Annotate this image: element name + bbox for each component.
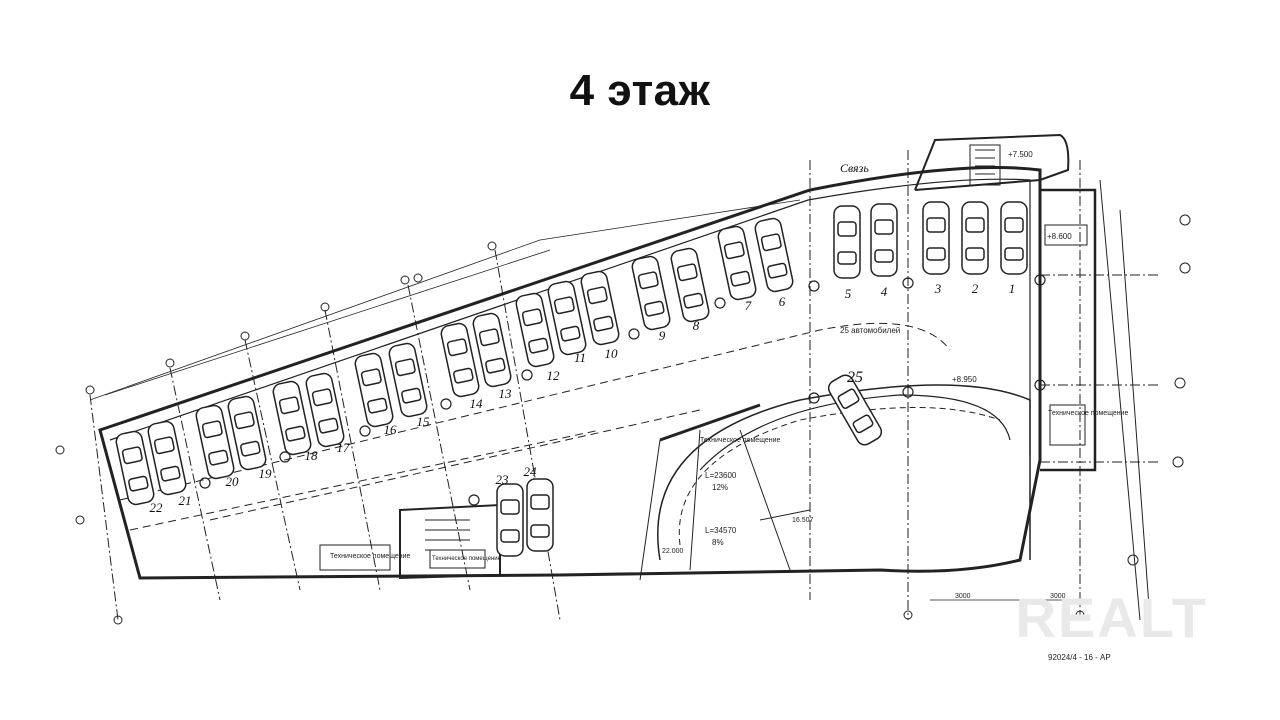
- parking-car-10: [580, 270, 620, 346]
- dim-1: 3000: [955, 593, 971, 600]
- ramp2-length: L=34570: [705, 526, 737, 535]
- space-number-14: 14: [470, 396, 484, 411]
- drawing-stamp: 92024/4 - 16 - АР: [1048, 653, 1111, 662]
- page-title: 4 этаж: [569, 66, 711, 115]
- parking-car-5: [833, 205, 861, 279]
- inner-wall: [109, 178, 1031, 455]
- tech-room-label-3: Техническое помещение: [330, 553, 411, 560]
- elev-1: 22.000: [662, 548, 684, 555]
- parking-car-23: [496, 483, 524, 557]
- parking-car-6: [754, 217, 794, 293]
- space-number-21: 21: [179, 493, 192, 508]
- parking-car-4: [870, 203, 898, 277]
- ramp-curve: [657, 384, 1031, 561]
- space-number-4: 4: [881, 284, 888, 299]
- parking-car-21: [147, 420, 187, 496]
- space-number-1: 1: [1009, 281, 1016, 296]
- parking-car-19: [227, 395, 267, 471]
- space-number-18: 18: [305, 448, 319, 463]
- parking-car-13: [472, 312, 512, 388]
- space-number-11: 11: [574, 350, 586, 365]
- space-number-7: 7: [745, 298, 752, 313]
- stair-block-top: [914, 133, 1070, 191]
- outer-wall: [98, 166, 1042, 580]
- elev-2: 16.507: [792, 517, 814, 524]
- ramp1-slope: 12%: [712, 483, 728, 492]
- capacity-label: 25 автомобилей: [840, 326, 900, 335]
- parking-car-3: [922, 201, 950, 275]
- space-number-22: 22: [150, 500, 164, 515]
- space-number-10: 10: [605, 346, 619, 361]
- space-number-3: 3: [934, 281, 942, 296]
- parking-car-1: [1000, 201, 1028, 275]
- realt-watermark: REALT: [1015, 586, 1208, 649]
- tech-room-label-2: Техническое помещение: [700, 437, 781, 444]
- parking-car-16: [354, 352, 394, 428]
- space-number-5: 5: [845, 286, 852, 301]
- parking-car-2: [961, 201, 989, 275]
- space-number-8: 8: [693, 318, 700, 333]
- dim-2: 3000: [1050, 593, 1066, 600]
- level-label-2: +8.600: [1047, 232, 1072, 241]
- tech-room-label-4: Техническое помещение: [432, 556, 502, 562]
- tech-room-label: Техническое помещение: [1048, 410, 1129, 417]
- parking-car-9: [631, 255, 671, 331]
- space-number-20: 20: [226, 474, 240, 489]
- space-number-25: 25: [847, 369, 863, 386]
- ramp1-length: L=23600: [705, 471, 737, 480]
- space-number-9: 9: [659, 328, 666, 343]
- space-number-19: 19: [259, 466, 273, 481]
- space-number-13: 13: [499, 386, 513, 401]
- parking-car-11: [547, 280, 587, 356]
- space-number-24: 24: [524, 464, 538, 479]
- link-label: Связь: [840, 161, 869, 175]
- ramp2-slope: 8%: [712, 538, 724, 547]
- level-label-1: +7.500: [1008, 150, 1033, 159]
- space-number-6: 6: [779, 294, 786, 309]
- parking-car-8: [670, 247, 710, 323]
- space-number-17: 17: [337, 440, 351, 455]
- parking-car-24: [526, 478, 554, 552]
- space-number-23: 23: [496, 472, 510, 487]
- level-label-3: +8.950: [952, 375, 977, 384]
- parking-car-20: [195, 404, 235, 480]
- space-number-15: 15: [417, 414, 431, 429]
- parking-car-22: [115, 430, 155, 506]
- parking-car-14: [440, 322, 480, 398]
- space-number-2: 2: [972, 281, 979, 296]
- parking-car-17: [305, 372, 345, 448]
- parking-car-15: [388, 342, 428, 418]
- parking-car-7: [717, 225, 757, 301]
- parking-car-25: [827, 374, 883, 446]
- parking-car-18: [272, 380, 312, 456]
- parking-car-12: [515, 292, 555, 368]
- space-number-12: 12: [547, 368, 561, 383]
- space-number-16: 16: [384, 422, 398, 437]
